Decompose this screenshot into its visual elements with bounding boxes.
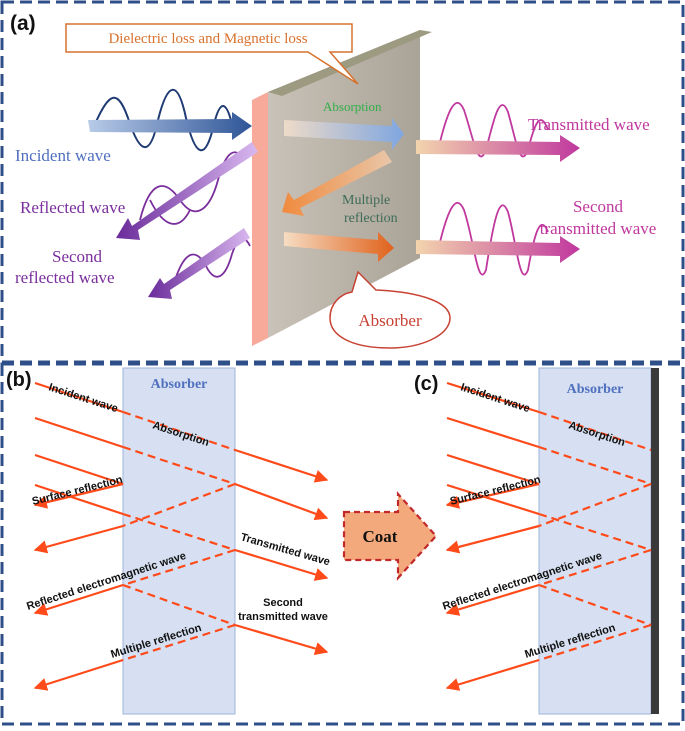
ray-back-1 [122,482,236,528]
second-reflected-wave-arrow [148,228,250,299]
incident-wave-arrow [88,112,252,140]
ray-surface-reflection [33,482,124,509]
second-transmitted-wave-sine [439,202,549,276]
multiple-reflection-arrow [282,150,392,216]
c-ray-incident-1 [446,381,540,414]
absorber-slab-top [268,30,432,96]
ray-incident-1 [34,381,124,414]
rays-b [33,381,329,691]
ray-incident-4-inside [122,512,236,552]
multiple-reflection-label-2: reflection [344,211,398,226]
absorber-b [122,367,236,715]
b-transmitted-label: Transmitted wave [239,531,331,568]
c-ray-reflected-em [445,583,540,616]
absorber-callout-bubble [329,270,451,349]
ray-multi-inside [122,583,236,627]
transmitted-wave-label: Transmitted wave [528,115,650,134]
transmitted-wave-arrow [416,135,580,162]
b-incident-label: Incident wave [47,381,119,415]
c-ray-incident-2-inside [538,445,652,486]
absorption-label: Absorption [323,99,382,114]
ray-incident-4 [34,483,124,516]
coat-arrow-shape [342,491,438,581]
second-reflected-label-2: reflected wave [15,268,115,287]
second-transmitted-wave-arrow [416,236,580,263]
panel-b-label: (b) [6,369,32,391]
c-ray-back-1 [538,482,652,528]
panel-a-label: (a) [10,12,36,35]
c-ray-back-3 [538,623,652,662]
panel-b: Absorber (b) Incident wave Absorpti [6,367,331,715]
ray-incident-2 [34,416,124,449]
ray-back-2 [122,548,236,587]
absorber-b-label: Absorber [151,377,208,392]
inner-transmit-arrow [284,232,394,262]
c-ray-surface-reflection [445,482,540,509]
c-ray-back-2 [538,548,652,587]
c-ray-multiple-reflection [445,658,540,691]
coat-label: Coat [363,527,398,546]
b-second-transmitted-label-1: Second [263,597,303,609]
c-ray-multi-inside [538,583,652,627]
second-reflected-label-1: Second [52,247,103,266]
multiple-reflection-label-1: Multiple [342,193,390,208]
b-surface-reflection-label: Surface reflection [31,474,124,508]
ray-reflected-em [33,583,124,616]
absorption-arrow [284,118,404,150]
ray-multiple-reflection [33,658,124,691]
absorber-callout-text: Absorber [358,311,422,330]
loss-callout-box [65,23,359,85]
second-transmitted-label-1: Second [573,197,624,216]
absorber-c-label: Absorber [567,382,624,397]
reflected-wave-label: Reflected wave [20,198,125,217]
panel-a: (a) Dielectric loss and Magnetic loss In… [10,12,657,349]
absorber-c [538,367,652,715]
c-incident-label: Incident wave [459,381,531,415]
panel-a-frame [0,0,685,364]
rays-c [445,381,652,691]
c-ray-incident-4 [446,483,540,516]
ray-incident-3 [34,453,124,486]
metal-backing-c [651,368,659,714]
ray-second-transmitted [234,623,329,655]
ray-incident-2-inside [122,445,236,486]
panel-bc-frame [0,362,685,726]
second-transmitted-label-2: transmitted wave [540,219,657,238]
ray-out-2 [234,482,329,521]
incident-wave-label: Incident wave [15,146,111,165]
panel-c-label: (c) [414,373,438,395]
ray-transmitted [234,548,329,581]
c-ray-incident-1-inside [538,410,652,452]
b-second-transmitted-label-2: transmitted wave [238,611,328,623]
panel-c: Absorber (c) Incident wave Absorption Su… [414,367,659,715]
reflected-wave-sine-2 [149,199,191,225]
loss-callout-text: Dielectric loss and Magnetic loss [108,31,307,47]
ray-incident-1-inside [122,410,236,452]
c-ray-incident-3 [446,453,540,486]
reflected-wave-arrow [116,142,258,240]
absorber-slab-edge [252,92,268,346]
c-ray-reflected-1 [445,524,540,554]
ray-reflected-1 [33,524,124,554]
c-ray-incident-4-inside [538,512,652,552]
c-ray-incident-2 [446,416,540,449]
coat-arrow: Coat [342,491,438,581]
ray-incident-1-out [234,448,329,483]
ray-back-3 [122,623,236,662]
reflected-wave-sine [139,151,245,221]
